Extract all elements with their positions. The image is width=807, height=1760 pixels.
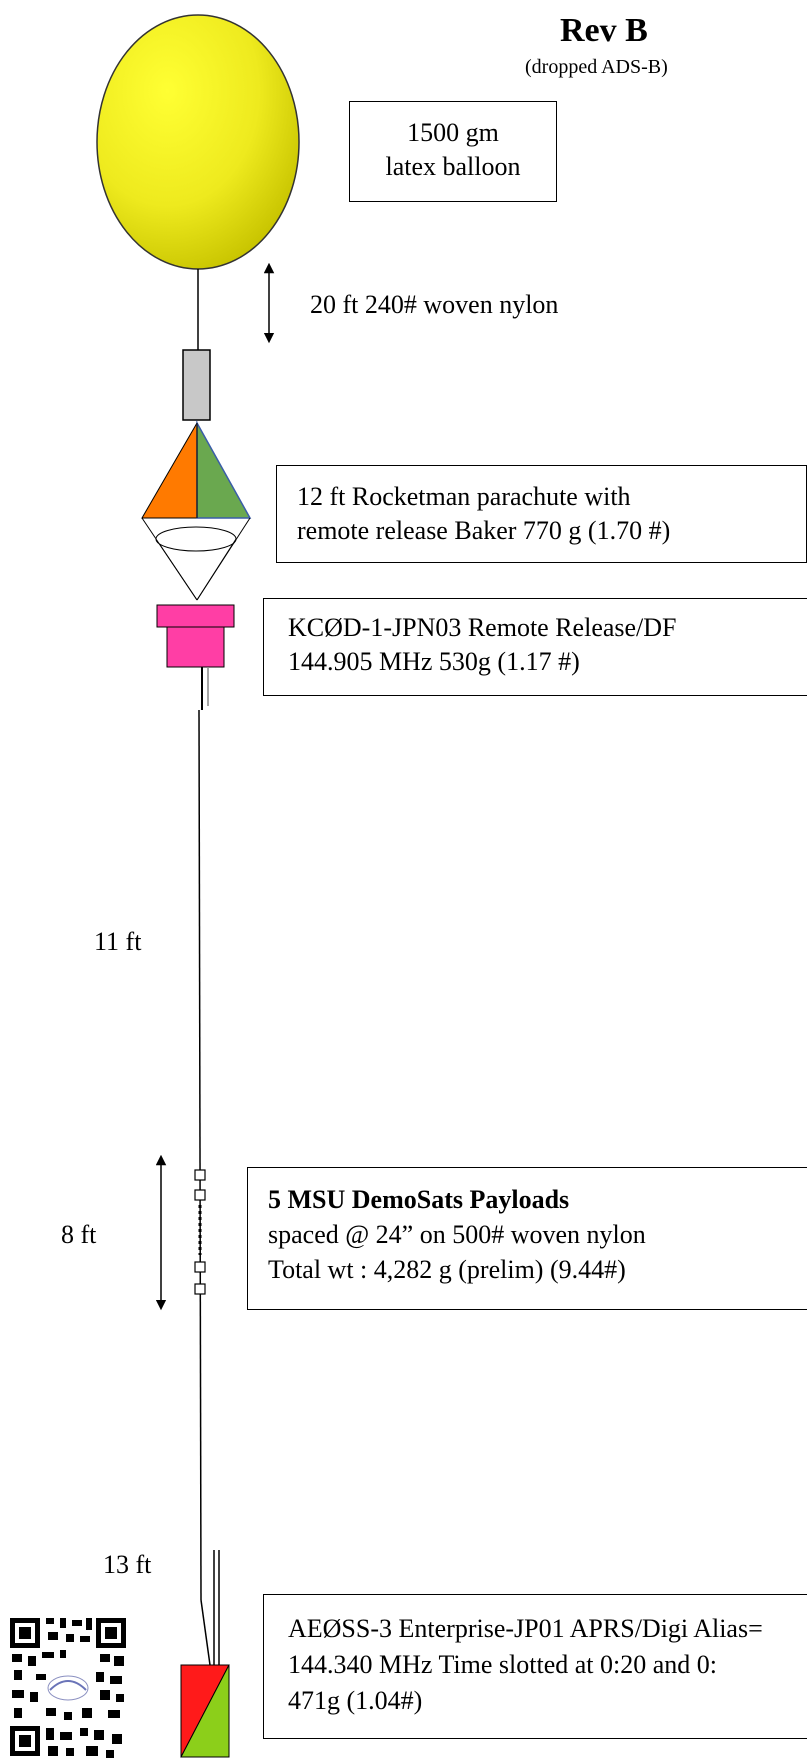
balloon-label-line2: latex balloon [385, 152, 521, 181]
tether-label: 20 ft 240# woven nylon [310, 290, 559, 319]
swivel-sleeve [182, 349, 211, 421]
parachute-label-line1: 12 ft Rocketman parachute with [297, 482, 631, 511]
release-device-top [156, 604, 235, 628]
parachute-label-line2: remote release Baker 770 g (1.70 #) [297, 516, 671, 545]
qr-code [8, 1615, 128, 1760]
rev-note: (dropped ADS-B) [525, 56, 668, 78]
parachute-right-panel [196, 420, 252, 519]
balloon-label-line1: 1500 gm [407, 118, 499, 147]
tracker-line1: AEØSS-3 Enterprise-JP01 APRS/Digi Alias= [288, 1614, 763, 1643]
payloads-line3: Total wt : 4,282 g (prelim) (9.44#) [268, 1255, 626, 1284]
segment-label-3: 13 ft [103, 1550, 152, 1579]
balloon-label-box: 1500 gm latex balloon [349, 101, 557, 202]
parachute-cone [155, 526, 237, 552]
rev-title: Rev B [560, 12, 648, 49]
main-line [198, 709, 202, 1601]
payloads-line2: spaced @ 24” on 500# woven nylon [268, 1220, 646, 1249]
segment-label-2: 8 ft [61, 1220, 97, 1249]
release-label-box: KCØD-1-JPN03 Remote Release/DF 144.905 M… [263, 598, 807, 696]
parachute-left-panel [141, 421, 198, 519]
tracker-green-half [180, 1664, 230, 1758]
release-label-line2: 144.905 MHz 530g (1.17 #) [288, 647, 580, 676]
payload-markers [194, 1169, 206, 1295]
payloads-title: 5 MSU DemoSats Payloads [268, 1185, 570, 1214]
release-label-line1: KCØD-1-JPN03 Remote Release/DF [288, 613, 677, 642]
tracker-line3: 471g (1.04#) [288, 1686, 423, 1715]
release-device-body [166, 626, 225, 668]
tracker-label-box: AEØSS-3 Enterprise-JP01 APRS/Digi Alias=… [263, 1594, 807, 1739]
parachute-label-box: 12 ft Rocketman parachute with remote re… [276, 465, 807, 563]
segment-label-1: 11 ft [94, 927, 142, 956]
balloon-shape [96, 14, 300, 270]
payloads-label-box: 5 MSU DemoSats Payloads spaced @ 24” on … [247, 1167, 807, 1310]
tracker-line2: 144.340 MHz Time slotted at 0:20 and 0: [288, 1650, 717, 1679]
